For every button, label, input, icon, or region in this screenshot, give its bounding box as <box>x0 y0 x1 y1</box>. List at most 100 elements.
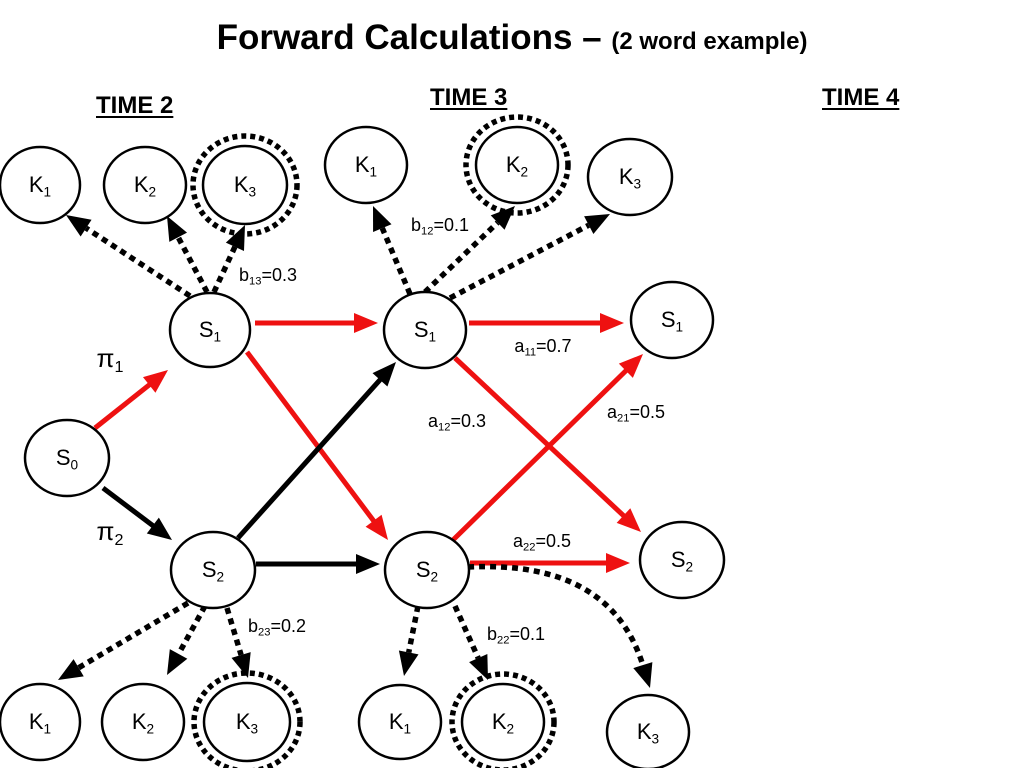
node-k2-t3-bot-highlight-ring <box>449 671 557 768</box>
node-s2-t4: S2 <box>638 520 726 600</box>
edge-s2-t2-to-s1-t3-arrowhead <box>372 362 396 387</box>
edge-s1-t2-to-k1-t2-top-arrowhead <box>66 215 92 237</box>
node-k2-t3-bot-label-base: K <box>492 709 507 734</box>
label-pi2-base: π <box>97 516 115 546</box>
time-3-label: TIME 3 <box>430 84 508 111</box>
node-k2-t3-top-label-subscript: 2 <box>521 164 529 179</box>
label-b13-subscript: 13 <box>249 275 261 287</box>
label-pi1-base: π <box>97 343 115 373</box>
node-k2-t3-top-label: K2 <box>506 152 528 179</box>
edge-s1-t2-to-k2-t2-top <box>175 235 210 294</box>
node-k1-t3-bot-label-subscript: 1 <box>404 721 412 736</box>
node-s2-t4-label: S2 <box>671 547 693 574</box>
node-k3-t3-top: K3 <box>586 137 674 217</box>
edge-s1-t2-to-k1-t2-top <box>84 225 192 299</box>
node-s2-t4-label-base: S <box>671 547 686 572</box>
node-s2-t3-label: S2 <box>416 557 438 584</box>
edge-s2-t3-to-k3-t3-bot <box>467 563 646 666</box>
edge-s2-t2-to-k2-t2-bot-arrowhead <box>167 649 188 675</box>
label-a22-value: =0.5 <box>535 531 571 551</box>
node-s0-label: S0 <box>56 445 79 472</box>
edge-s0-to-s1-t2 <box>93 380 154 430</box>
node-s0-label-subscript: 0 <box>71 457 79 472</box>
edge-s2-t3-to-k2-t3-bot-arrowhead <box>469 654 488 680</box>
node-s2-t3-label-base: S <box>416 557 431 582</box>
node-k1-t3-top-circle <box>323 125 409 205</box>
node-k2-t2-bot-circle <box>100 682 186 762</box>
node-s1-t2-label-subscript: 1 <box>214 329 222 344</box>
node-k1-t3-bot-label: K1 <box>389 709 411 736</box>
node-s1-t2-label: S1 <box>199 317 221 344</box>
node-k2-t2-top-label: K2 <box>134 172 156 199</box>
edge-s1-t2-to-s1-t3-arrowhead <box>354 313 378 333</box>
node-k2-t2-top-label-subscript: 2 <box>149 184 157 199</box>
edge-s2-t3-to-s1-t4-arrowhead <box>618 354 643 378</box>
label-a11-value: =0.7 <box>536 336 572 356</box>
label-a12-subscript: 12 <box>438 421 450 433</box>
edge-s2-t2-to-k1-t2-bot-arrowhead <box>58 659 84 680</box>
node-s1-t3-circle <box>382 290 468 370</box>
edge-s2-t2-to-k2-t2-bot <box>176 604 208 656</box>
node-k3-t3-top-label-subscript: 3 <box>634 176 642 191</box>
label-b22: b22=0.1 <box>487 624 545 647</box>
label-a11: a11=0.7 <box>514 336 571 359</box>
node-k1-t3-bot-circle <box>357 683 443 761</box>
label-b22-base: b <box>487 624 497 644</box>
node-k1-t2-top-label-base: K <box>29 172 44 197</box>
node-s2-t2-circle <box>169 530 257 610</box>
edge-s1-t3-to-k1-t3-top-arrowhead <box>373 206 392 232</box>
node-k1-t3-top: K1 <box>323 125 409 205</box>
time-2-label: TIME 2 <box>96 92 174 119</box>
node-k3-t3-top-label: K3 <box>619 164 641 191</box>
node-k1-t2-top: K1 <box>0 145 82 225</box>
node-s1-t3-label-base: S <box>414 317 429 342</box>
edge-s2-t3-to-k2-t3-bot <box>452 604 481 660</box>
node-s1-t2: S1 <box>168 291 252 369</box>
page-title: Forward Calculations – (2 word example) <box>0 18 1024 58</box>
label-b12-base: b <box>411 215 421 235</box>
node-k1-t2-top-label: K1 <box>29 172 51 199</box>
node-s1-t4-label-subscript: 1 <box>676 319 684 334</box>
node-k1-t2-bot: K1 <box>0 682 82 762</box>
node-k3-t3-bot-circle <box>605 693 691 768</box>
edge-s2-t2-to-s2-t3-arrowhead <box>356 554 380 574</box>
node-k3-t2-top-label-base: K <box>234 172 249 197</box>
node-k3-t3-top-label-base: K <box>619 164 634 189</box>
node-s2-t3-circle <box>383 530 471 610</box>
node-s2-t2-label-subscript: 2 <box>217 569 225 584</box>
edge-s2-t3-to-k3-t3-bot-arrowhead <box>633 662 653 688</box>
edge-s2-t2-to-s1-t3 <box>236 375 385 540</box>
node-k1-t2-bot-circle <box>0 682 82 762</box>
label-b22-subscript: 22 <box>497 634 509 646</box>
node-k3-t2-top: K3 <box>190 133 300 237</box>
label-a12-value: =0.3 <box>450 411 486 431</box>
node-k1-t3-bot: K1 <box>357 683 443 761</box>
edge-s0-to-s2-t2 <box>101 486 158 530</box>
node-s2-t3-label-subscript: 2 <box>431 569 439 584</box>
label-a11-base: a <box>514 336 525 356</box>
label-b23: b23=0.2 <box>248 616 306 639</box>
node-k1-t3-top-label: K1 <box>355 152 377 179</box>
edge-s1-t3-to-k2-t3-top <box>423 220 500 294</box>
node-k3-t3-bot-label: K3 <box>637 719 659 746</box>
edge-s1-t3-to-k1-t3-top <box>379 227 413 296</box>
node-k3-t2-bot-highlight-ring <box>191 670 303 768</box>
node-k3-t2-top-highlight-ring <box>190 133 300 237</box>
label-b23-subscript: 23 <box>258 626 270 638</box>
node-k3-t3-bot-label-base: K <box>637 719 652 744</box>
node-k3-t3-top-circle <box>586 137 674 217</box>
node-s0: S0 <box>23 418 111 498</box>
node-k2-t3-bot-label-subscript: 2 <box>507 721 515 736</box>
label-a21-subscript: 21 <box>617 412 629 424</box>
node-k3-t2-top-label: K3 <box>234 172 256 199</box>
title-subtitle: (2 word example) <box>611 28 808 55</box>
label-b13: b13=0.3 <box>239 265 297 288</box>
node-s1-t3: S1 <box>382 290 468 370</box>
node-k2-t3-top-highlight-ring <box>463 114 571 216</box>
edges-layer <box>58 206 653 688</box>
node-s2-t2: S2 <box>169 530 257 610</box>
edge-s1-t3-to-k3-t3-top <box>448 222 591 301</box>
label-a22: a22=0.5 <box>513 531 571 554</box>
node-k2-t2-bot: K2 <box>100 682 186 762</box>
label-b12-subscript: 12 <box>421 225 433 237</box>
